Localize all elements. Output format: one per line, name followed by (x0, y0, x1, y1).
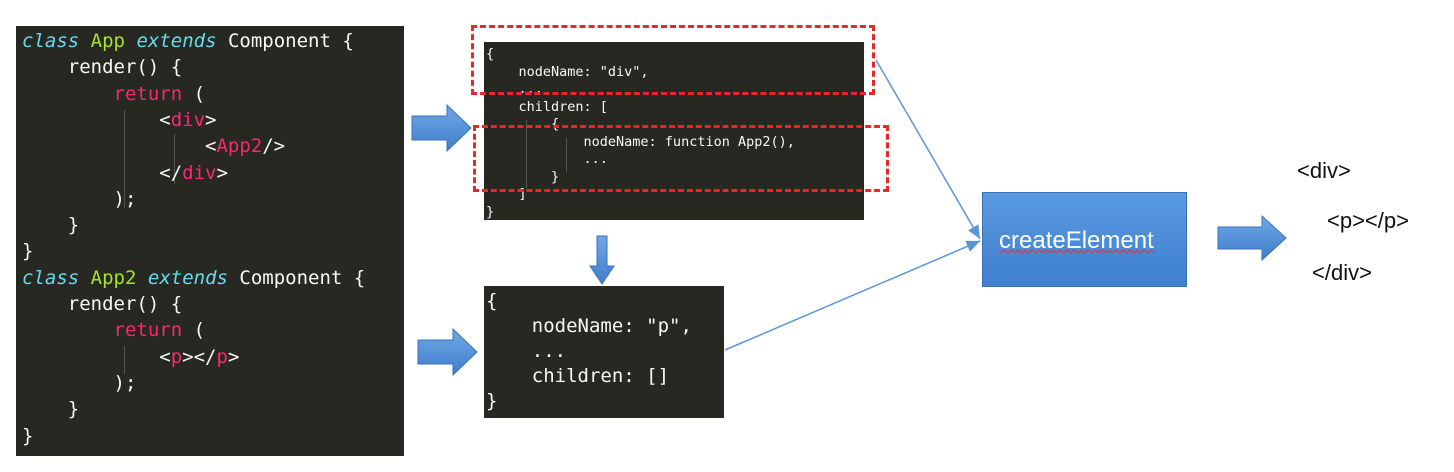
code-line: ] (486, 185, 527, 203)
code-token: ( (182, 319, 206, 342)
code-line: { (486, 289, 497, 313)
connector-line (875, 59, 981, 240)
code-line: return ( (22, 318, 206, 342)
app-source-code-panel (16, 26, 404, 456)
code-token: ); (22, 187, 137, 210)
code-line: } (22, 239, 33, 263)
code-token: class (22, 266, 80, 289)
code-token: > (205, 108, 217, 131)
code-line: ... (486, 150, 608, 168)
code-line: <App2/> (22, 134, 285, 158)
code-token: nodeName: "div", (486, 63, 649, 80)
code-line: class App2 extends Component { (22, 266, 365, 290)
indent-guide (124, 346, 125, 374)
code-token: </ (22, 161, 183, 184)
code-token: } (486, 203, 495, 220)
child-node-highlight (473, 125, 889, 192)
code-line: } (22, 397, 79, 421)
code-token: /> (262, 135, 286, 158)
code-token: children: [] (486, 365, 670, 387)
code-line: ... (486, 339, 566, 363)
code-token: div (170, 108, 206, 131)
code-token: App (90, 30, 125, 52)
code-line: { (486, 45, 494, 63)
code-token: children: [ (486, 98, 608, 115)
code-token: > (227, 345, 240, 368)
root-node-highlight (471, 25, 875, 95)
right-arrow-icon (1217, 214, 1287, 262)
html-output-p: <p></p> (1327, 208, 1409, 233)
code-token: ); (22, 371, 137, 394)
code-line: <p></p> (22, 345, 239, 369)
code-token: ... (486, 340, 567, 362)
code-line: } (486, 203, 494, 221)
create-element-label: createElement (999, 227, 1154, 254)
app2-vnode-panel (484, 286, 724, 418)
code-token: < (22, 108, 171, 131)
code-line: } (22, 213, 79, 237)
code-token: return (113, 319, 183, 342)
code-token: } (22, 240, 34, 263)
code-line: ); (22, 187, 137, 211)
code-line: class App extends Component { (22, 29, 354, 53)
code-token: nodeName: function App2(), (486, 133, 795, 150)
code-line: } (22, 424, 33, 448)
code-token: { (486, 290, 498, 312)
create-element-box: createElement (982, 192, 1187, 287)
down-arrow-icon (589, 235, 615, 285)
code-token: } (486, 390, 498, 412)
html-output-close-div: </div> (1312, 260, 1372, 285)
indent-guide (124, 110, 125, 208)
code-token: extends (147, 266, 228, 289)
code-token: < (22, 345, 171, 368)
code-token: Component { (216, 30, 354, 52)
code-token: render() { (22, 293, 183, 315)
code-token: class (22, 30, 80, 52)
code-token: extends (136, 30, 217, 52)
code-line: <div> (22, 108, 217, 132)
code-token: ] (486, 186, 527, 202)
code-token: ></ (182, 345, 217, 368)
code-line: } (486, 389, 497, 413)
code-token: Component { (227, 266, 366, 289)
code-line: render() { (22, 55, 182, 79)
code-token: p (170, 345, 183, 368)
code-token: ( (182, 82, 206, 105)
indent-guide (526, 120, 527, 188)
code-token: nodeName: "p", (486, 315, 692, 337)
code-line: nodeName: "div", (486, 63, 649, 81)
code-token: < (22, 135, 217, 158)
code-line: children: [] (486, 364, 669, 388)
connector-line (724, 240, 981, 351)
code-token: App2 (216, 135, 263, 158)
code-token: p (216, 345, 228, 368)
code-token: } (22, 214, 80, 237)
code-token: ... (486, 151, 608, 167)
code-token: render() { (22, 56, 183, 79)
code-token: > (216, 161, 228, 184)
code-line: return ( (22, 82, 206, 106)
code-line: nodeName: function App2(), (486, 133, 795, 151)
code-line: </div> (22, 161, 228, 185)
right-arrow-icon (411, 103, 472, 153)
indent-guide (566, 138, 567, 172)
code-token: { (486, 116, 560, 132)
code-line: children: [ (486, 98, 608, 116)
code-line: ); (22, 371, 137, 395)
code-line: } (486, 168, 559, 186)
code-token: } (22, 424, 34, 447)
indent-guide (174, 134, 175, 184)
code-token: div (182, 161, 217, 184)
code-token: { (486, 46, 495, 62)
code-token: App2 (90, 266, 137, 289)
code-line: render() { (22, 292, 182, 316)
code-line: nodeName: "p", (486, 314, 692, 338)
html-output-open-div: <div> (1297, 158, 1351, 183)
code-token: } (486, 168, 560, 185)
code-token: return (113, 82, 183, 105)
right-arrow-icon (417, 327, 478, 377)
code-line: { (486, 115, 559, 133)
code-token: } (22, 398, 80, 421)
